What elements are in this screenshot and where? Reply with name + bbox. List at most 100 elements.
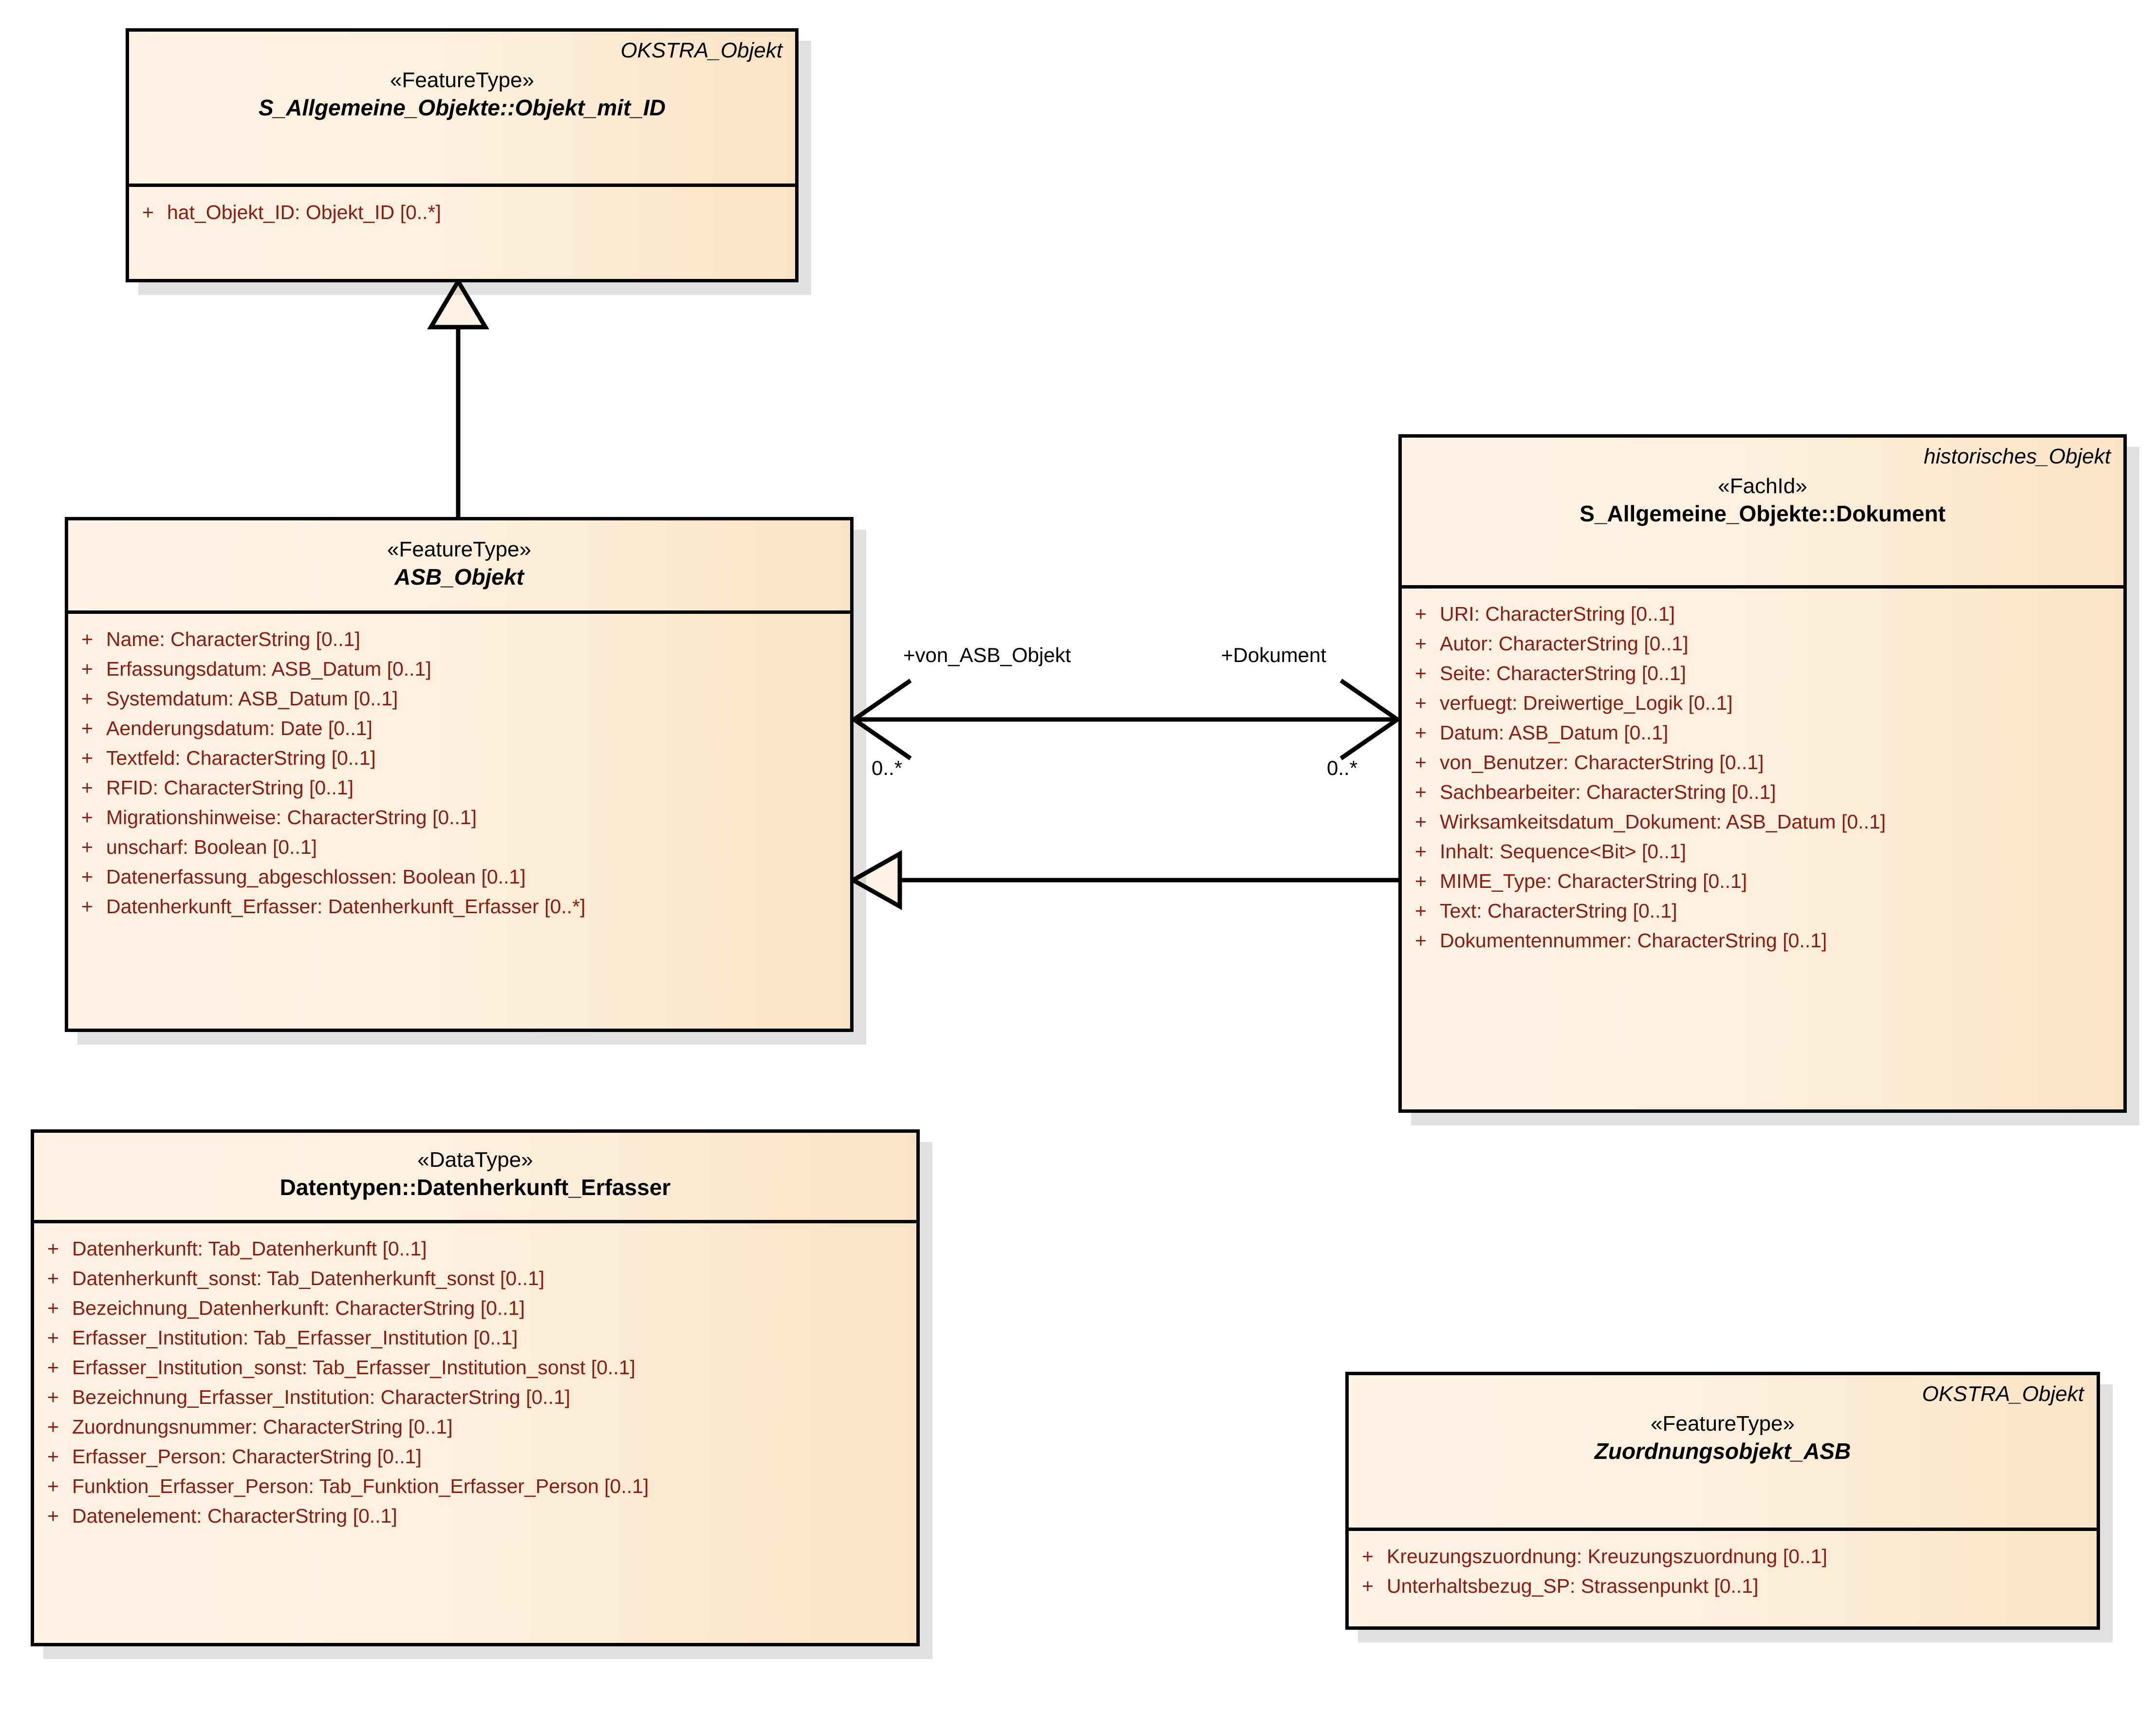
attribute-visibility: + xyxy=(81,687,93,710)
attribute-visibility: + xyxy=(47,1445,59,1468)
attribute-visibility: + xyxy=(1362,1575,1374,1597)
class-stereotype-datenherkunft-erfasser: «DataType» xyxy=(417,1148,533,1172)
attribute-row: + Aenderungsdatum: Date [0..1] xyxy=(68,714,850,743)
attribute-row: + hat_Objekt_ID: Objekt_ID [0..*] xyxy=(129,198,795,227)
attribute-signature: Unterhaltsbezug_SP: Strassenpunkt [0..1] xyxy=(1387,1575,1759,1597)
attribute-row: + Inhalt: Sequence<Bit> [0..1] xyxy=(1402,837,2123,866)
class-zuordnungsobjekt-asb[interactable]: OKSTRA_Objekt «FeatureType» Zuordnungsob… xyxy=(1345,1372,2100,1630)
association-source-multiplicity-label: 0..* xyxy=(872,756,903,779)
attribute-visibility: + xyxy=(47,1505,59,1527)
attribute-row: +Text: CharacterString [0..1] xyxy=(1402,896,2123,926)
attribute-row: +Bezeichnung_Erfasser_Institution: Chara… xyxy=(34,1382,916,1412)
class-tag-objekt-mit-id: OKSTRA_Objekt xyxy=(620,38,782,62)
attribute-visibility: + xyxy=(81,806,93,829)
attribute-visibility: + xyxy=(1415,603,1427,625)
attribute-signature: Bezeichnung_Datenherkunft: CharacterStri… xyxy=(72,1297,525,1319)
attribute-visibility: + xyxy=(81,717,93,739)
attribute-signature: URI: CharacterString [0..1] xyxy=(1440,603,1675,625)
class-name-datenherkunft-erfasser: Datentypen::Datenherkunft_Erfasser xyxy=(279,1175,671,1200)
class-asb-objekt[interactable]: «FeatureType» ASB_Objekt +Name: Characte… xyxy=(65,517,854,1032)
attribute-row: + Unterhaltsbezug_SP: Strassenpunkt [0..1… xyxy=(1349,1571,2097,1601)
attribute-signature: Seite: CharacterString [0..1] xyxy=(1440,662,1686,684)
attribute-signature: Erfasser_Institution: Tab_Erfasser_Insti… xyxy=(72,1327,518,1349)
attribute-signature: Datum: ASB_Datum [0..1] xyxy=(1440,721,1669,744)
class-attributes-dokument: + URI: CharacterString [0..1] + Autor: Cha… xyxy=(1402,589,2123,966)
attribute-signature: Wirksamkeitsdatum_Dokument: ASB_Datum [0… xyxy=(1440,811,1886,833)
class-name-zuordnungsobjekt-asb: Zuordnungsobjekt_ASB xyxy=(1594,1438,1851,1464)
class-attributes-zuordnungsobjekt-asb: + Kreuzungszuordnung: Kreuzungszuordnung … xyxy=(1349,1531,2097,1612)
class-dokument[interactable]: historisches_Objekt «FachId» S_Allgemein… xyxy=(1398,434,2127,1113)
attribute-visibility: + xyxy=(1415,811,1427,833)
attribute-row: + Seite: CharacterString [0..1] xyxy=(1402,659,2123,688)
attribute-row: + unscharf: Boolean [0..1] xyxy=(68,832,850,862)
class-tag-zuordnungsobjekt-asb: OKSTRA_Objekt xyxy=(1922,1382,2084,1406)
attribute-row: +Name: CharacterString [0..1] xyxy=(68,625,850,654)
class-objekt-mit-id[interactable]: OKSTRA_Objekt «FeatureType» S_Allgemeine… xyxy=(126,28,799,282)
attribute-row: + Erfasser_Person: CharacterString [0..1] xyxy=(34,1442,916,1472)
attribute-visibility: + xyxy=(1415,929,1427,952)
attribute-row: +Datenherkunft_Erfasser: Datenherkunft_E… xyxy=(68,892,850,921)
class-name-dokument: S_Allgemeine_Objekte::Dokument xyxy=(1580,501,1946,526)
attribute-signature: Migrationshinweise: CharacterString [0..… xyxy=(106,806,477,829)
attribute-signature: Datenherkunft_sonst: Tab_Datenherkunft_s… xyxy=(72,1267,545,1290)
attribute-visibility: + xyxy=(1415,721,1427,744)
attribute-visibility: + xyxy=(47,1475,59,1497)
class-header-dokument: historisches_Objekt «FachId» S_Allgemein… xyxy=(1402,438,2123,589)
attribute-visibility: + xyxy=(1415,662,1427,684)
attribute-row: +Erfasser_Institution_sonst: Tab_Erfasse… xyxy=(34,1353,916,1382)
attribute-signature: Erfasser_Person: CharacterString [0..1] xyxy=(72,1445,422,1468)
class-stereotype-objekt-mit-id: «FeatureType» xyxy=(390,68,534,92)
attribute-row: + Autor: CharacterString [0..1] xyxy=(1402,629,2123,659)
attribute-visibility: + xyxy=(1415,870,1427,892)
attribute-signature: Datenherkunft_Erfasser: Datenherkunft_Er… xyxy=(106,895,586,918)
attribute-visibility: + xyxy=(1415,632,1427,655)
attribute-row: +Systemdatum: ASB_Datum [0..1] xyxy=(68,684,850,714)
attribute-visibility: + xyxy=(81,628,93,650)
attribute-visibility: + xyxy=(1415,840,1427,863)
class-header-zuordnungsobjekt-asb: OKSTRA_Objekt «FeatureType» Zuordnungsob… xyxy=(1349,1375,2097,1531)
attribute-signature: verfuegt: Dreiwertige_Logik [0..1] xyxy=(1440,692,1733,714)
attribute-signature: Inhalt: Sequence<Bit> [0..1] xyxy=(1440,840,1687,863)
attribute-row: +Sachbearbeiter: CharacterString [0..1] xyxy=(1402,777,2123,807)
class-name-objekt-mit-id: S_Allgemeine_Objekte::Objekt_mit_ID xyxy=(259,95,666,120)
attribute-signature: Textfeld: CharacterString [0..1] xyxy=(106,747,376,769)
class-header-datenherkunft-erfasser: «DataType» Datentypen::Datenherkunft_Erf… xyxy=(34,1133,916,1223)
class-datenherkunft-erfasser[interactable]: «DataType» Datentypen::Datenherkunft_Erf… xyxy=(31,1129,920,1646)
attribute-signature: Funktion_Erfasser_Person: Tab_Funktion_E… xyxy=(72,1475,649,1497)
attribute-signature: Datenerfassung_abgeschlossen: Boolean [0… xyxy=(106,866,526,888)
attribute-visibility: + xyxy=(1415,781,1427,803)
attribute-row: + URI: CharacterString [0..1] xyxy=(1402,599,2123,629)
class-stereotype-asb-objekt: «FeatureType» xyxy=(387,537,531,561)
attribute-signature: Text: CharacterString [0..1] xyxy=(1440,900,1677,922)
attribute-row: +Datenerfassung_abgeschlossen: Boolean [… xyxy=(68,862,850,892)
attribute-row: + Funktion_Erfasser_Person: Tab_Funktion_… xyxy=(34,1472,916,1501)
attribute-signature: MIME_Type: CharacterString [0..1] xyxy=(1440,870,1747,892)
attribute-visibility: + xyxy=(47,1297,59,1319)
attribute-visibility: + xyxy=(142,201,154,223)
attribute-visibility: + xyxy=(47,1416,59,1438)
attribute-signature: Dokumentennummer: CharacterString [0..1] xyxy=(1440,929,1827,952)
class-attributes-datenherkunft-erfasser: +Datenherkunft: Tab_Datenherkunft [0..1]… xyxy=(34,1223,916,1542)
attribute-visibility: + xyxy=(1362,1545,1374,1567)
attribute-signature: Autor: CharacterString [0..1] xyxy=(1440,632,1689,655)
class-attributes-objekt-mit-id: + hat_Objekt_ID: Objekt_ID [0..*] xyxy=(129,187,795,238)
attribute-visibility: + xyxy=(81,836,93,858)
attribute-row: +Datenherkunft: Tab_Datenherkunft [0..1] xyxy=(34,1234,916,1264)
attribute-visibility: + xyxy=(1415,751,1427,774)
attribute-signature: hat_Objekt_ID: Objekt_ID [0..*] xyxy=(167,201,441,223)
class-header-asb-objekt: «FeatureType» ASB_Objekt xyxy=(68,520,850,614)
attribute-row: +Datenelement: CharacterString [0..1] xyxy=(34,1501,916,1531)
attribute-visibility: + xyxy=(47,1237,59,1260)
generalization-asb-to-objekt-mit-id xyxy=(427,277,489,517)
attribute-visibility: + xyxy=(47,1267,59,1290)
association-target-multiplicity-label: 0..* xyxy=(1327,756,1358,779)
attribute-row: +verfuegt: Dreiwertige_Logik [0..1] xyxy=(1402,688,2123,718)
attribute-signature: Aenderungsdatum: Date [0..1] xyxy=(106,717,373,739)
attribute-signature: Kreuzungszuordnung: Kreuzungszuordnung [… xyxy=(1387,1545,1827,1567)
attribute-row: +Erfasser_Institution: Tab_Erfasser_Inst… xyxy=(34,1323,916,1353)
attribute-signature: unscharf: Boolean [0..1] xyxy=(106,836,317,858)
attribute-row: + Dokumentennummer: CharacterString [0..1… xyxy=(1402,926,2123,956)
attribute-row: + Bezeichnung_Datenherkunft: CharacterStr… xyxy=(34,1293,916,1323)
class-stereotype-zuordnungsobjekt-asb: «FeatureType» xyxy=(1651,1412,1795,1436)
